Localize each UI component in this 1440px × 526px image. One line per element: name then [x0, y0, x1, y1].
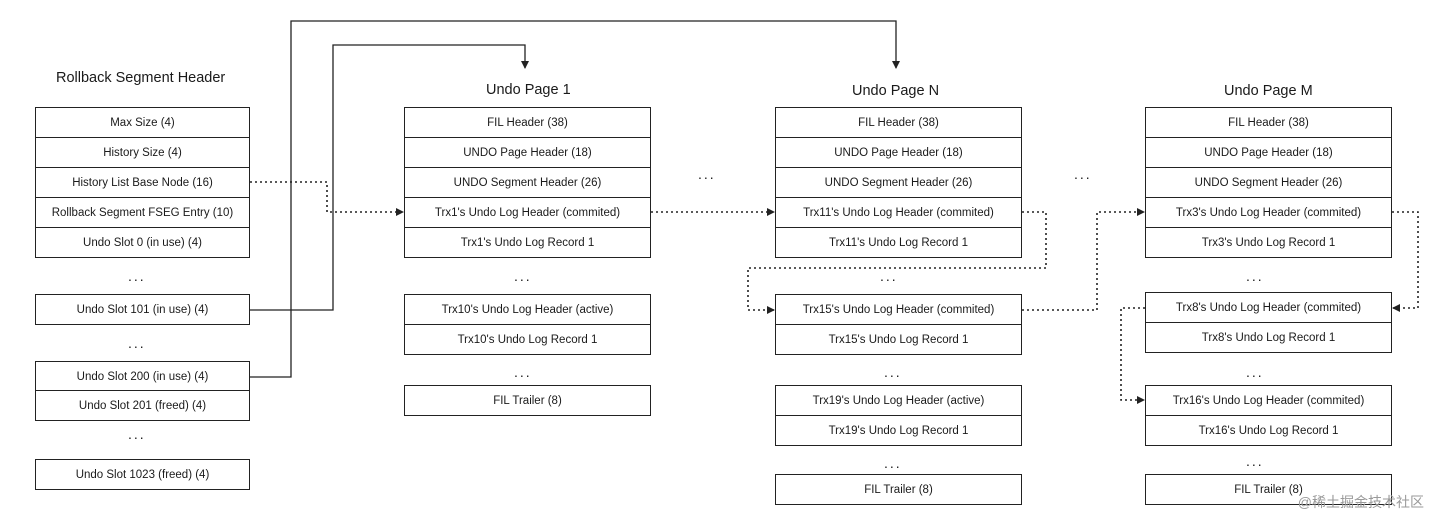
pagen-trx19-log-header: Trx19's Undo Log Header (active): [775, 385, 1022, 416]
pagen-ellipsis-1: ...: [880, 268, 898, 284]
page1-undo-segment-header: UNDO Segment Header (26): [404, 167, 651, 198]
page1-ellipsis-1: ...: [514, 268, 532, 284]
pagen-trx19-log-record: Trx19's Undo Log Record 1: [775, 415, 1022, 446]
undo-page-1-title: Undo Page 1: [486, 82, 571, 98]
trx11-to-trx15-arrow: [747, 211, 1047, 314]
pagem-trx3-log-record: Trx3's Undo Log Record 1: [1145, 227, 1392, 258]
undo-slot-200-field: Undo Slot 200 (in use) (4): [35, 361, 250, 392]
pagen-trx15-log-record: Trx15's Undo Log Record 1: [775, 324, 1022, 355]
page1-trx10-log-header: Trx10's Undo Log Header (active): [404, 294, 651, 325]
pagem-fil-header: FIL Header (38): [1145, 107, 1392, 138]
undo-slot-201-field: Undo Slot 201 (freed) (4): [35, 390, 250, 421]
page1-trx1-log-record: Trx1's Undo Log Record 1: [404, 227, 651, 258]
page1-ellipsis-2: ...: [514, 364, 532, 380]
pagen-trx15-log-header: Trx15's Undo Log Header (commited): [775, 294, 1022, 325]
page1-fil-trailer: FIL Trailer (8): [404, 385, 651, 416]
history-list-to-trx1-arrow: [250, 181, 404, 216]
page1-trx10-log-record: Trx10's Undo Log Record 1: [404, 324, 651, 355]
pages-ellipsis-2: ...: [1074, 166, 1092, 182]
pagen-ellipsis-3: ...: [884, 455, 902, 471]
undo-slot-101-field: Undo Slot 101 (in use) (4): [35, 294, 250, 325]
page1-undo-page-header: UNDO Page Header (18): [404, 137, 651, 168]
pagem-ellipsis-3: ...: [1246, 453, 1264, 469]
undo-page-n-title: Undo Page N: [852, 83, 940, 99]
pages-ellipsis-1: ...: [698, 166, 716, 182]
pagen-undo-page-header: UNDO Page Header (18): [775, 137, 1022, 168]
pagem-trx8-log-record: Trx8's Undo Log Record 1: [1145, 322, 1392, 353]
trx15-to-trx3-arrow: [1022, 208, 1145, 311]
trx8-to-trx16-arrow: [1120, 307, 1145, 404]
rollback-ellipsis-1: ...: [128, 268, 146, 284]
pagem-trx3-log-header: Trx3's Undo Log Header (commited): [1145, 197, 1392, 228]
pagem-fil-trailer: FIL Trailer (8): [1145, 474, 1392, 505]
undo-slot-1023-field: Undo Slot 1023 (freed) (4): [35, 459, 250, 490]
pagem-trx16-log-header: Trx16's Undo Log Header (commited): [1145, 385, 1392, 416]
page1-fil-header: FIL Header (38): [404, 107, 651, 138]
pagen-fil-trailer: FIL Trailer (8): [775, 474, 1022, 505]
undo-slot-0-field: Undo Slot 0 (in use) (4): [35, 227, 250, 258]
history-list-base-node-field: History List Base Node (16): [35, 167, 250, 198]
undo-page-m-title: Undo Page M: [1224, 83, 1313, 99]
rollback-segment-header-title: Rollback Segment Header: [56, 70, 226, 86]
pagem-trx16-log-record: Trx16's Undo Log Record 1: [1145, 415, 1392, 446]
watermark: @稀土掘金技术社区: [1297, 494, 1424, 510]
pagem-ellipsis-1: ...: [1246, 268, 1264, 284]
slot200-to-pagen-arrow: [250, 20, 900, 378]
rollback-ellipsis-2: ...: [128, 335, 146, 351]
pagem-undo-segment-header: UNDO Segment Header (26): [1145, 167, 1392, 198]
pagen-ellipsis-2: ...: [884, 364, 902, 380]
pagem-ellipsis-2: ...: [1246, 364, 1264, 380]
pagen-trx11-log-record: Trx11's Undo Log Record 1: [775, 227, 1022, 258]
max-size-field: Max Size (4): [35, 107, 250, 138]
rollback-ellipsis-3: ...: [128, 426, 146, 442]
slot101-to-page1-arrow: [250, 44, 529, 311]
pagem-trx8-log-header: Trx8's Undo Log Header (commited): [1145, 292, 1392, 323]
rollback-segment-fseg-entry-field: Rollback Segment FSEG Entry (10): [35, 197, 250, 228]
trx3-to-trx8-arrow: [1392, 211, 1419, 312]
